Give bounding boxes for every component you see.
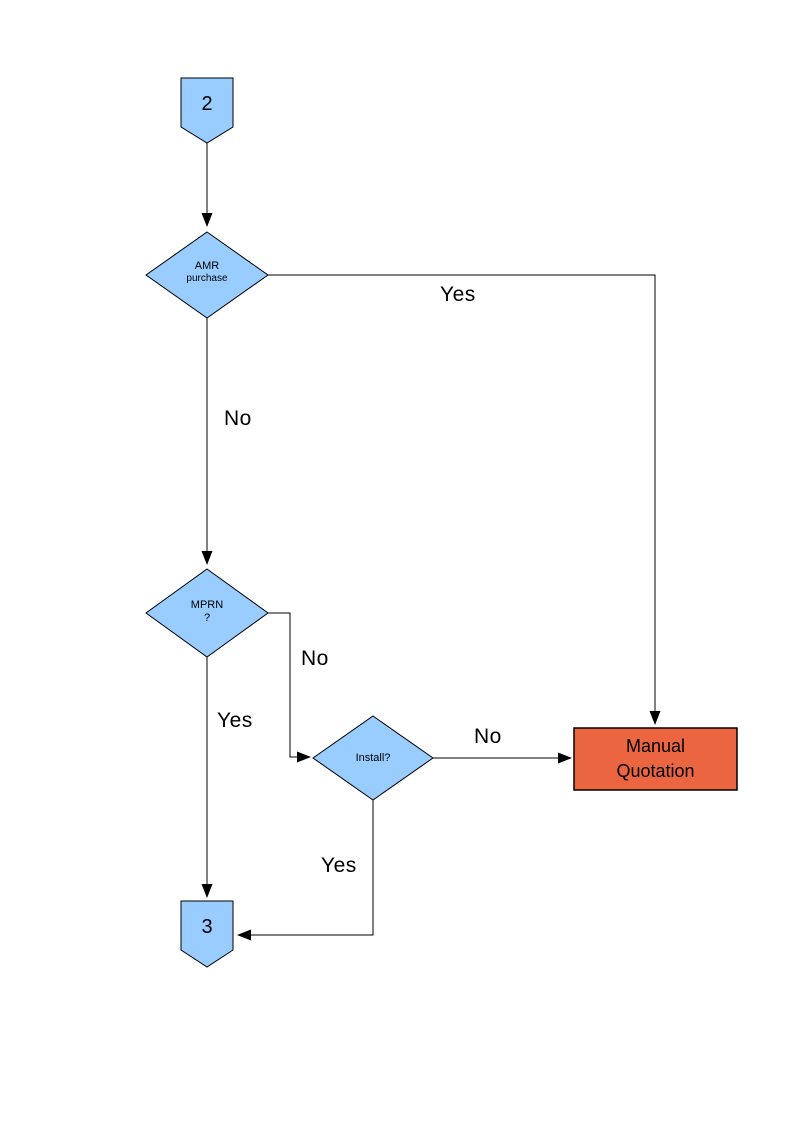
decision-mprn-label: MPRN ? — [146, 599, 268, 625]
edge-mprn-no-to-install — [268, 612, 311, 763]
offpage-connector-start-shape — [180, 77, 234, 144]
edge-label-install-yes: Yes — [321, 854, 357, 877]
edge-label-amr-no: No — [224, 407, 252, 430]
terminal-manual-quotation-shape — [573, 727, 738, 791]
edge-amr-yes-to-manual-quotation — [268, 274, 661, 725]
offpage-connector-start-label: 2 — [201, 92, 213, 115]
edge-install-yes-to-end — [237, 800, 374, 941]
edge-label-mprn-yes: Yes — [217, 709, 253, 732]
edge-label-mprn-no: No — [301, 647, 329, 670]
decision-install-shape — [312, 715, 434, 801]
decision-amr-label: AMR purchase — [146, 260, 268, 285]
terminal-manual-quotation-label: Manual Quotation — [616, 736, 695, 781]
decision-amr-subtitle: purchase — [186, 273, 228, 284]
decision-amr-title: AMR — [194, 260, 220, 272]
edge-label-amr-yes: Yes — [440, 283, 476, 306]
decision-install-label: Install? — [355, 752, 391, 764]
decision-mprn-title: MPRN — [190, 599, 224, 611]
decision-mprn-subtitle: ? — [203, 612, 211, 624]
offpage-connector-end-label: 3 — [201, 915, 213, 938]
decision-mprn-shape — [145, 568, 269, 658]
offpage-connector-end-shape — [180, 900, 234, 968]
edge-label-install-no: No — [474, 725, 502, 748]
decision-amr-shape — [145, 231, 269, 319]
